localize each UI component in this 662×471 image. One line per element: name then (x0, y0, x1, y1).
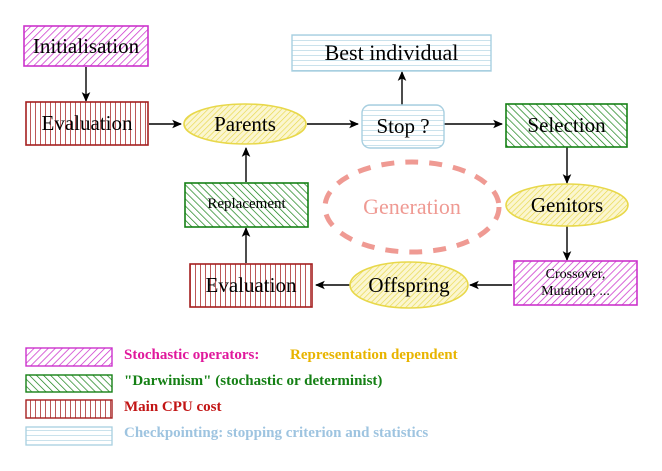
node-genitors[interactable] (505, 183, 629, 227)
legend-label-representation-dependent: Representation dependent (290, 347, 458, 363)
legend-label-checkpointing: Checkpointing: stopping criterion and st… (124, 425, 429, 441)
node-crossover-mutation[interactable] (513, 260, 638, 306)
node-generation (322, 159, 502, 255)
edge-group (81, 67, 572, 290)
node-parents[interactable] (183, 103, 307, 145)
node-best-individual[interactable] (291, 34, 492, 72)
legend-swatch-magenta-diagonal (25, 347, 113, 367)
legend-swatch-blue-horizontal (25, 426, 113, 446)
legend-swatch-green-diagonal (25, 374, 113, 393)
legend-swatch-red-vertical (25, 399, 113, 419)
legend-label-stochastic-operators: Stochastic operators: (124, 347, 260, 363)
node-stop[interactable] (361, 104, 445, 149)
node-selection[interactable] (505, 103, 628, 148)
legend-label-main-cpu-cost: Main CPU cost (124, 399, 222, 415)
node-evaluation-bottom[interactable] (189, 263, 313, 308)
node-offspring[interactable] (349, 261, 469, 309)
node-evaluation-top[interactable] (25, 101, 149, 146)
node-initialisation[interactable] (23, 25, 149, 67)
legend-label-darwinism: "Darwinism" (stochastic or determinist) (124, 373, 383, 389)
node-replacement[interactable] (184, 182, 309, 228)
